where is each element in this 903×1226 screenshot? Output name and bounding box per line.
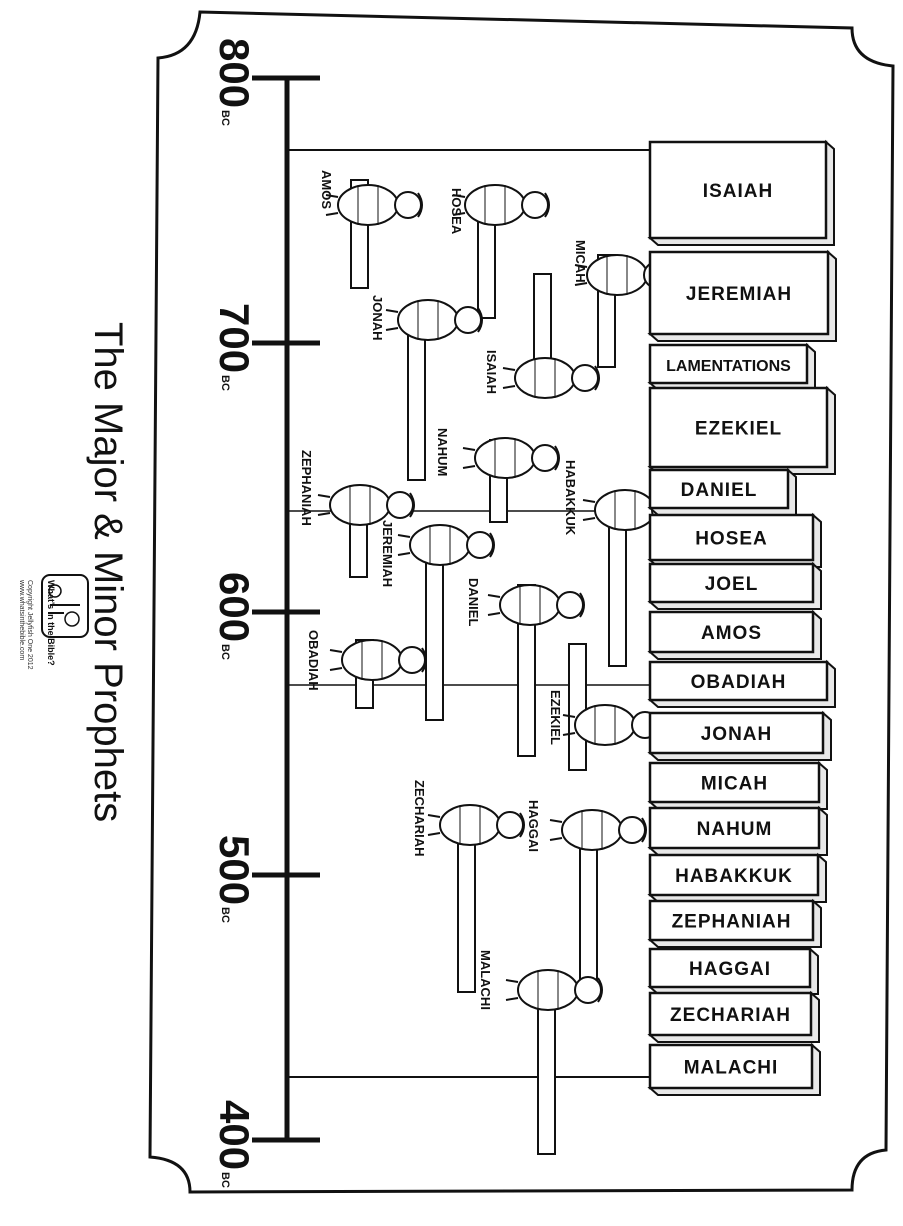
book-nahum: NAHUM — [650, 808, 827, 855]
prophet-figure-hosea — [453, 185, 549, 225]
prophet-label-nahum: NAHUM — [435, 428, 450, 476]
prophet-label-daniel: DANIEL — [466, 578, 481, 626]
book-label-obadiah: OBADIAH — [691, 672, 787, 693]
tick-era-500: BC — [219, 907, 231, 923]
prophet-label-haggai: HAGGAI — [526, 800, 541, 852]
tick-label-600: 600 — [211, 572, 258, 642]
book-zechariah: ZECHARIAH — [650, 993, 819, 1042]
book-label-isaiah: ISAIAH — [703, 181, 773, 202]
tick-label-400: 400 — [211, 1100, 258, 1170]
prophet-figure-daniel — [488, 585, 584, 625]
prophet-figure-jonah — [386, 300, 482, 340]
book-malachi: MALACHI — [650, 1045, 820, 1095]
book-label-ezekiel: EZEKIEL — [695, 419, 782, 440]
tick-label-500: 500 — [211, 835, 258, 905]
tick-era-600: BC — [219, 644, 231, 660]
book-label-malachi: MALACHI — [684, 1058, 779, 1079]
tick-era-700: BC — [219, 375, 231, 391]
book-jonah: JONAH — [650, 713, 831, 760]
book-zephaniah: ZEPHANIAH — [650, 901, 821, 947]
prophet-label-ezekiel: EZEKIEL — [548, 690, 563, 745]
book-isaiah: ISAIAH — [650, 142, 834, 245]
book-joel: JOEL — [650, 564, 821, 609]
book-label-daniel: DANIEL — [681, 480, 758, 501]
credit-line-1: Copyright Jellyfish One 2012 — [26, 580, 33, 670]
book-jeremiah: JEREMIAH — [650, 252, 836, 341]
book-daniel: DANIEL — [650, 470, 796, 515]
ministry-bar-hosea — [478, 210, 495, 318]
page-title: The Major & Minor Prophets — [86, 322, 130, 822]
prophet-label-malachi: MALACHI — [478, 950, 493, 1010]
book-ezekiel: EZEKIEL — [650, 388, 835, 474]
prophet-label-micah: MICAH — [573, 240, 588, 283]
book-obadiah: OBADIAH — [650, 662, 835, 707]
prophet-figure-zechariah — [428, 805, 524, 845]
book-habakkuk: HABAKKUK — [650, 855, 826, 902]
credit-line-2: www.whatsinthebible.com — [18, 579, 25, 660]
book-label-zechariah: ZECHARIAH — [670, 1005, 791, 1026]
book-label-lamentations: LAMENTATIONS — [666, 358, 791, 375]
book-haggai: HAGGAI — [650, 949, 818, 994]
prophet-label-jonah: JONAH — [370, 295, 385, 341]
tick-label-700: 700 — [211, 303, 258, 373]
ministry-bar-haggai — [580, 835, 597, 985]
book-amos: AMOS — [650, 612, 821, 659]
tick-era-800: BC — [219, 110, 231, 126]
prophet-figure-zephaniah — [318, 485, 414, 525]
ministry-bar-ezekiel — [569, 644, 586, 770]
prophet-label-zephaniah: ZEPHANIAH — [299, 450, 314, 526]
prophet-label-amos: AMOS — [319, 170, 334, 209]
books-column: ISAIAH JEREMIAH LAMENTATIONS EZEKIEL DANIEL H… — [650, 142, 836, 1095]
prophet-label-zechariah: ZECHARIAH — [412, 780, 427, 857]
brand-logo-name: What's in the Bible? — [46, 580, 56, 666]
book-label-nahum: NAHUM — [697, 819, 773, 840]
book-label-micah: MICAH — [701, 774, 768, 795]
prophet-figure-nahum — [463, 438, 559, 478]
prophet-figure-jeremiah — [398, 525, 494, 565]
book-label-zephaniah: ZEPHANIAH — [672, 912, 792, 933]
prophet-label-jeremiah: JEREMIAH — [380, 520, 395, 587]
prophet-label-obadiah: OBADIAH — [306, 630, 321, 691]
book-micah: MICAH — [650, 763, 827, 809]
book-label-haggai: HAGGAI — [689, 959, 771, 980]
prophet-figure-obadiah — [330, 640, 426, 680]
tick-era-400: BC — [219, 1172, 231, 1188]
book-lamentations: LAMENTATIONS — [650, 345, 815, 390]
book-label-joel: JOEL — [705, 574, 759, 595]
book-label-hosea: HOSEA — [695, 529, 768, 550]
book-label-jonah: JONAH — [701, 724, 773, 745]
prophet-label-isaiah: ISAIAH — [484, 350, 499, 394]
book-label-habakkuk: HABAKKUK — [675, 866, 793, 887]
ministry-bar-isaiah — [534, 274, 551, 360]
book-label-amos: AMOS — [701, 623, 762, 644]
prophet-figure-haggai — [550, 810, 646, 850]
prophet-label-habakkuk: HABAKKUK — [563, 460, 578, 536]
book-hosea: HOSEA — [650, 515, 821, 567]
prophet-figure-amos — [326, 185, 422, 225]
book-label-jeremiah: JEREMIAH — [686, 284, 792, 305]
prophet-figure-isaiah — [503, 358, 599, 398]
prophet-label-hosea: HOSEA — [449, 188, 464, 235]
tick-label-800: 800 — [211, 38, 258, 108]
